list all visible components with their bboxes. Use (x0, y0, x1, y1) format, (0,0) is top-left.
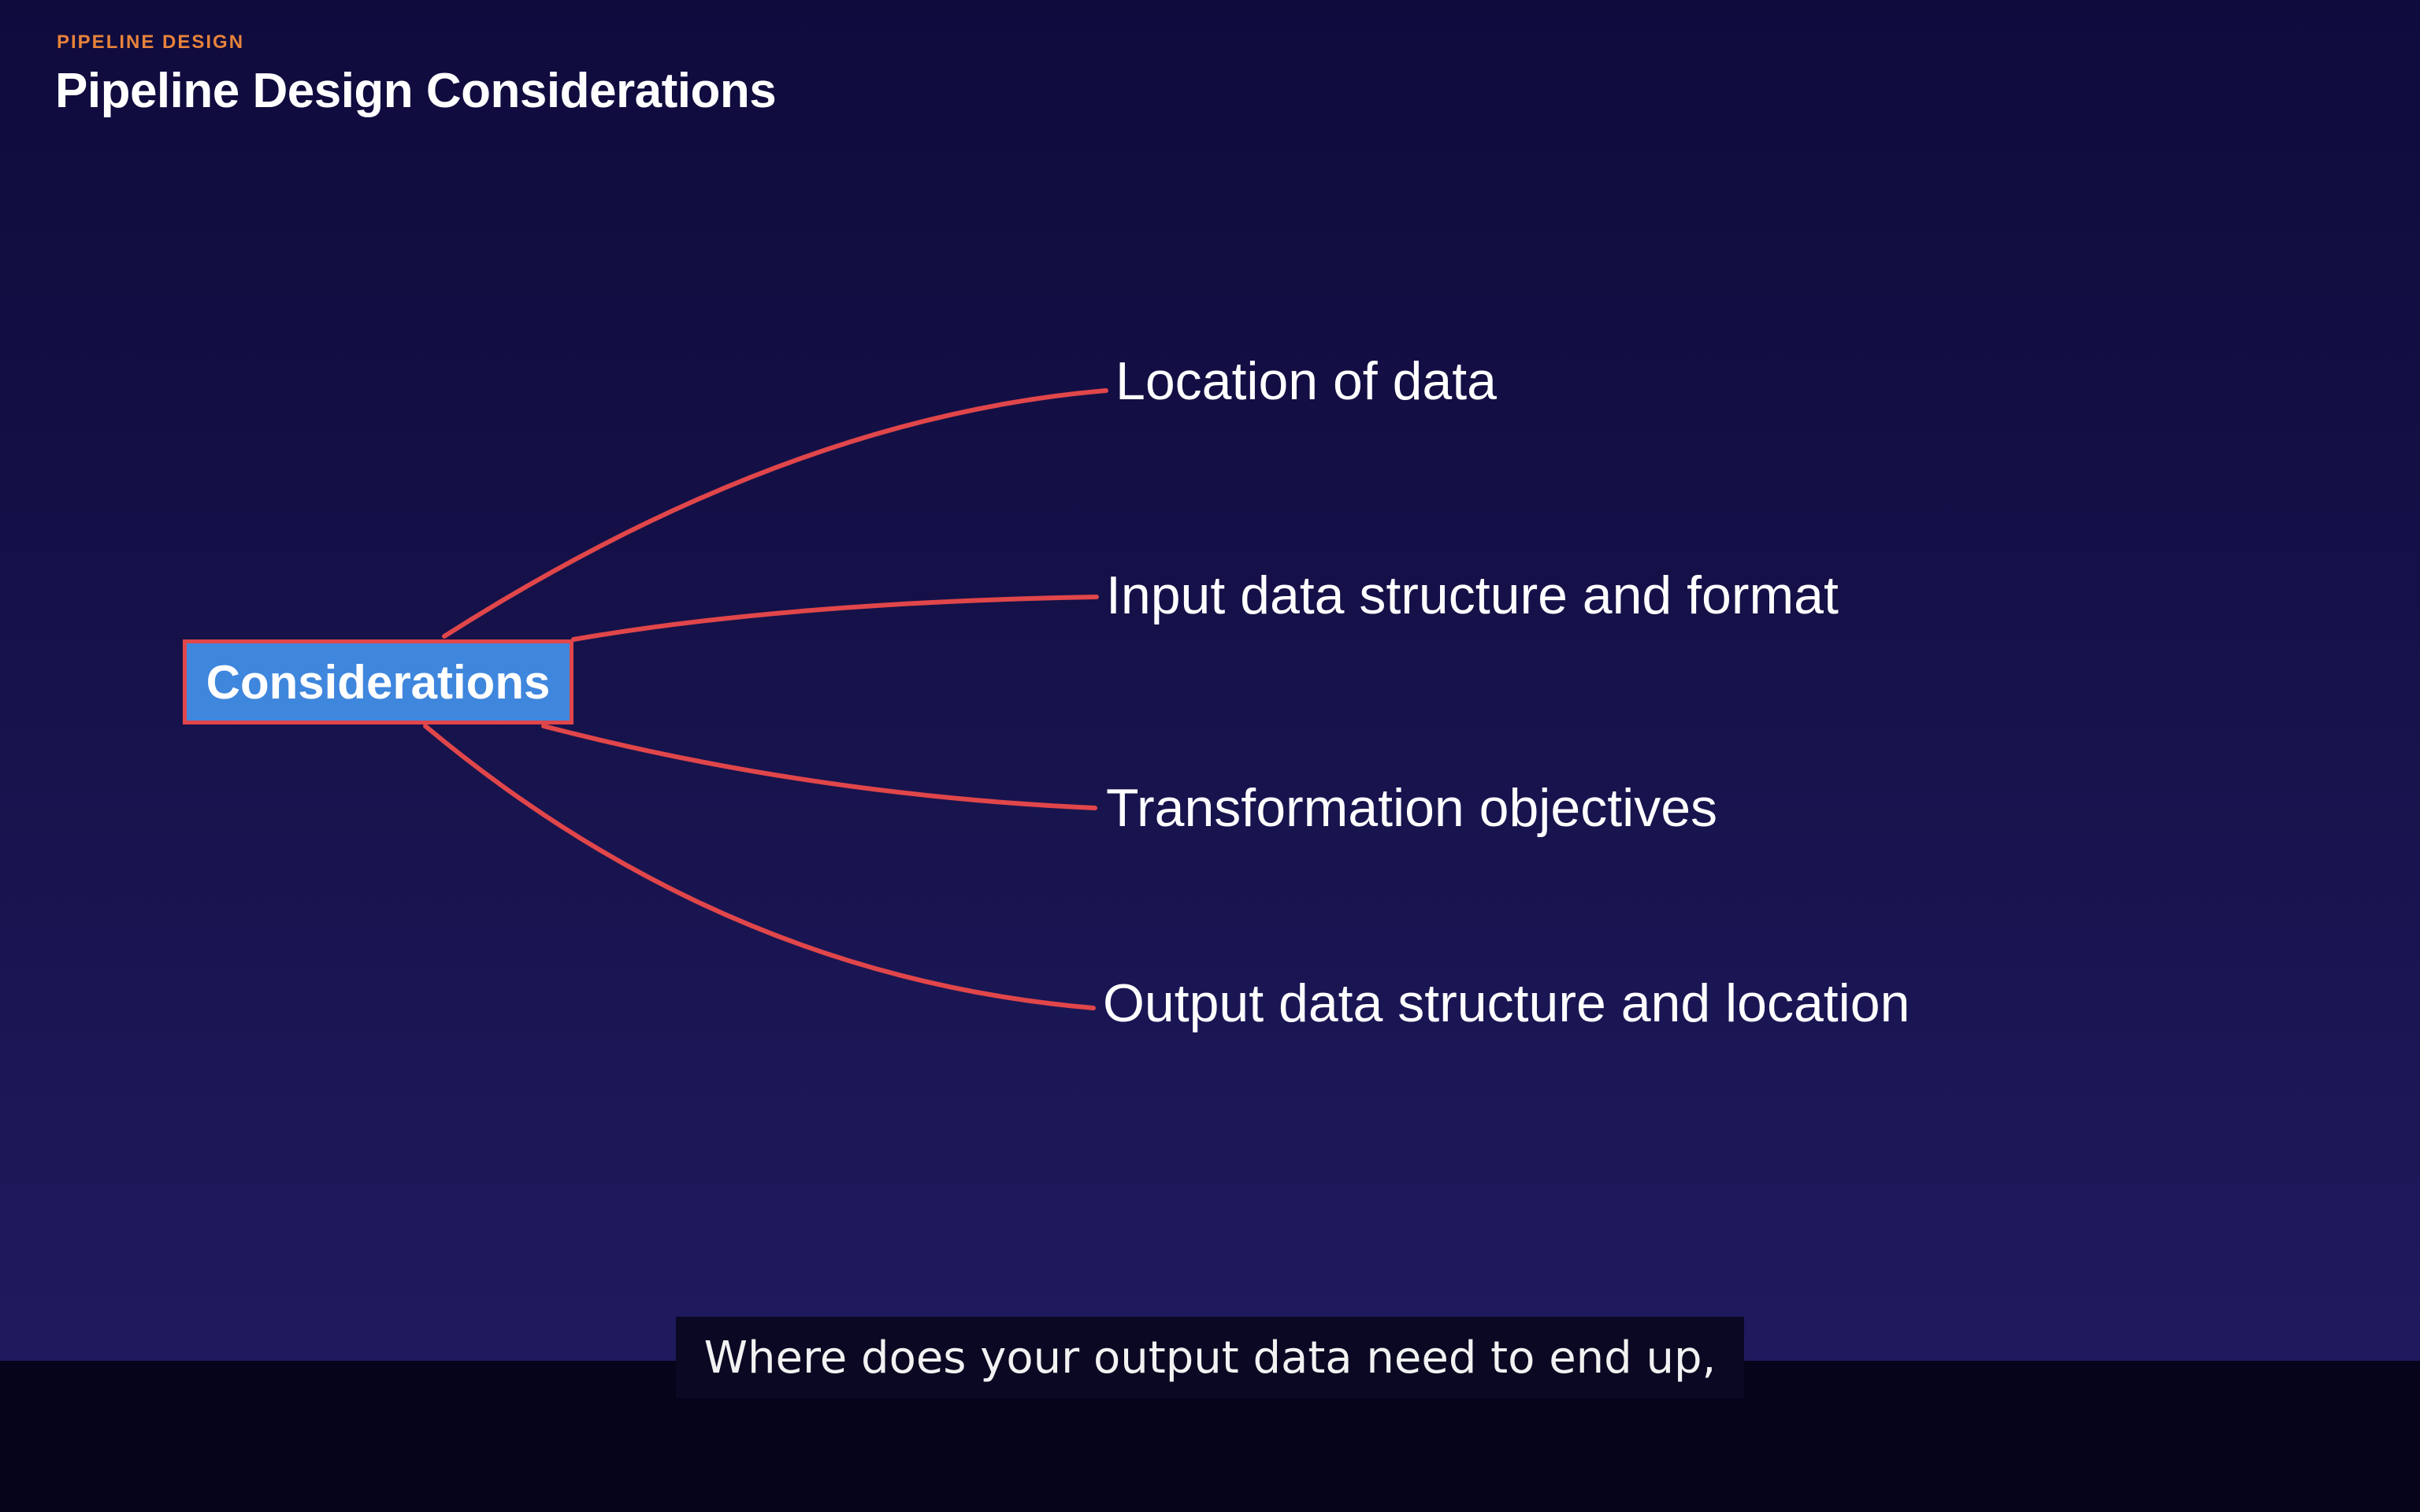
connector-transformation (541, 724, 1097, 810)
branch-input-data-structure: Input data structure and format (1106, 565, 1839, 625)
section-label: PIPELINE DESIGN (57, 32, 245, 53)
considerations-node: Considerations (183, 639, 573, 724)
slide: PIPELINE DESIGN Pipeline Design Consider… (0, 0, 2420, 1361)
connector-lines (423, 388, 1108, 1010)
connector-output-data (423, 724, 1096, 1010)
branch-output-data-structure: Output data structure and location (1103, 973, 1910, 1033)
branch-transformation-objectives: Transformation objectives (1106, 778, 1718, 838)
connector-input-data (571, 595, 1099, 642)
slide-title: Pipeline Design Considerations (55, 64, 777, 118)
subtitle-caption: Where does your output data need to end … (676, 1317, 1744, 1399)
connector-location-of-data (442, 388, 1108, 639)
branch-location-of-data: Location of data (1115, 351, 1497, 411)
